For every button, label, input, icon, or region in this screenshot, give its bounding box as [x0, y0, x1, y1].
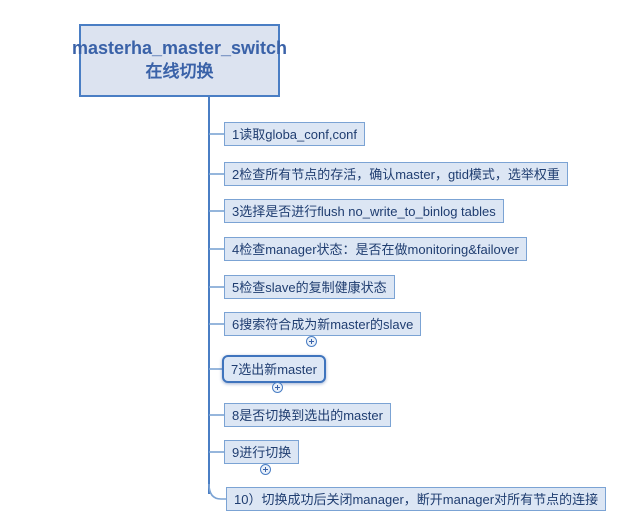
node-label: 9进行切换 [232, 444, 292, 460]
root-node[interactable]: masterha_master_switch 在线切换 [72, 24, 287, 97]
expander-node-9[interactable] [260, 464, 271, 475]
node-label: 1读取globa_conf,conf [232, 126, 358, 142]
root-title-line2: 在线切换 [145, 62, 214, 82]
mindmap-node-10[interactable]: 10）切换成功后关闭manager，断开manager对所有节点的连接 [226, 487, 607, 511]
node-label: 10）切换成功后关闭manager，断开manager对所有节点的连接 [234, 491, 599, 507]
mindmap-node-7[interactable]: 7选出新master [222, 355, 326, 383]
mindmap-node-3[interactable]: 3选择是否进行flush no_write_to_binlog tables [224, 199, 504, 223]
mindmap-node-6[interactable]: 6搜索符合成为新master的slave [224, 312, 422, 336]
node-label: 3选择是否进行flush no_write_to_binlog tables [232, 203, 496, 219]
mindmap-node-2[interactable]: 2检查所有节点的存活，确认master，gtid模式，选举权重 [224, 162, 568, 186]
node-label: 5检查slave的复制健康状态 [232, 279, 387, 295]
node-label: 2检查所有节点的存活，确认master，gtid模式，选举权重 [232, 166, 560, 182]
mindmap-node-1[interactable]: 1读取globa_conf,conf [224, 122, 366, 146]
mindmap-node-5[interactable]: 5检查slave的复制健康状态 [224, 275, 395, 299]
node-label: 4检查manager状态：是否在做monitoring&failover [232, 241, 519, 257]
mindmap-node-9[interactable]: 9进行切换 [224, 440, 300, 464]
expander-node-7[interactable] [272, 382, 283, 393]
node-label: 8是否切换到选出的master [232, 407, 383, 423]
mindmap-node-4[interactable]: 4检查manager状态：是否在做monitoring&failover [224, 237, 527, 261]
mindmap-node-8[interactable]: 8是否切换到选出的master [224, 403, 391, 427]
root-title-line1: masterha_master_switch [71, 38, 288, 59]
expander-node-6[interactable] [306, 336, 317, 347]
node-label: 7选出新master [231, 361, 317, 377]
node-label: 6搜索符合成为新master的slave [232, 316, 414, 332]
